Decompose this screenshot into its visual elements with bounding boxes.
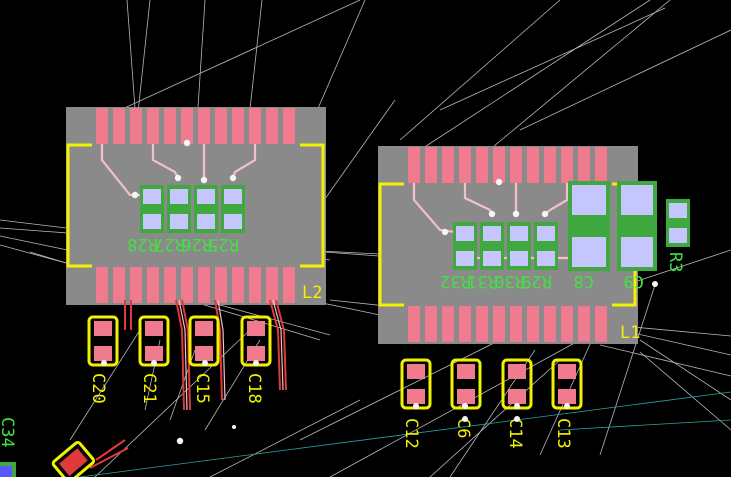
designator-R32: R32 <box>440 271 471 291</box>
l2-silkscreen <box>66 143 325 268</box>
c9-pads <box>617 181 657 271</box>
component-L2[interactable]: R28 R27 R26 R25 L2 <box>66 107 326 305</box>
r3-via <box>652 281 658 287</box>
cap-row-l2: C20 C21 C15 C18 <box>87 315 272 404</box>
designator-R3: R3 <box>665 252 685 272</box>
designator-C14: C14 <box>505 418 525 449</box>
trace-bundle <box>124 299 287 411</box>
designator-C15: C15 <box>192 373 212 404</box>
trace-bundle-white <box>178 299 284 411</box>
l2-resistor-pads <box>140 185 245 233</box>
designator-C8: C8 <box>574 271 594 291</box>
designator-R27: R27 <box>154 234 185 254</box>
designator-C13: C13 <box>553 418 573 449</box>
designator-R31: R31 <box>467 271 498 291</box>
component-R3[interactable]: R3 <box>652 199 690 287</box>
designator-C18: C18 <box>244 373 264 404</box>
designator-R25: R25 <box>208 234 239 254</box>
designator-C21: C21 <box>139 373 159 404</box>
designator-R29: R29 <box>521 271 552 291</box>
designator-C12: C12 <box>401 418 421 449</box>
designator-C6: C6 <box>453 418 473 438</box>
designator-C9: C9 <box>624 271 644 291</box>
designator-R28: R28 <box>127 234 158 254</box>
component-partial-bottom-left[interactable] <box>51 439 129 477</box>
vias-loose <box>101 360 570 445</box>
designator-L2: L2 <box>302 283 322 303</box>
designator-L1: L1 <box>620 323 640 343</box>
l2-bottom-pads <box>96 267 295 303</box>
ratsnest-lines-alt <box>79 391 731 477</box>
l2-vias <box>131 139 237 199</box>
l1-bottom-pads <box>408 306 607 342</box>
component-L1[interactable]: R32 R31 R30 R29 C8 C9 L1 <box>378 146 657 344</box>
l2-top-pads <box>96 108 295 144</box>
designator-C20: C20 <box>88 373 108 404</box>
designator-C34: C34 <box>0 417 17 448</box>
designator-R26: R26 <box>181 234 212 254</box>
component-C15[interactable]: C15 <box>188 315 220 404</box>
l1-resistor-pads <box>453 222 558 270</box>
component-C13[interactable]: C13 <box>551 358 583 449</box>
c8-pads <box>568 181 610 271</box>
component-C20[interactable]: C20 <box>87 315 119 404</box>
component-C34[interactable]: C34 <box>0 417 17 477</box>
l1-top-pads <box>408 147 607 183</box>
designator-R30: R30 <box>494 271 525 291</box>
component-C14[interactable]: C14 <box>501 358 533 449</box>
